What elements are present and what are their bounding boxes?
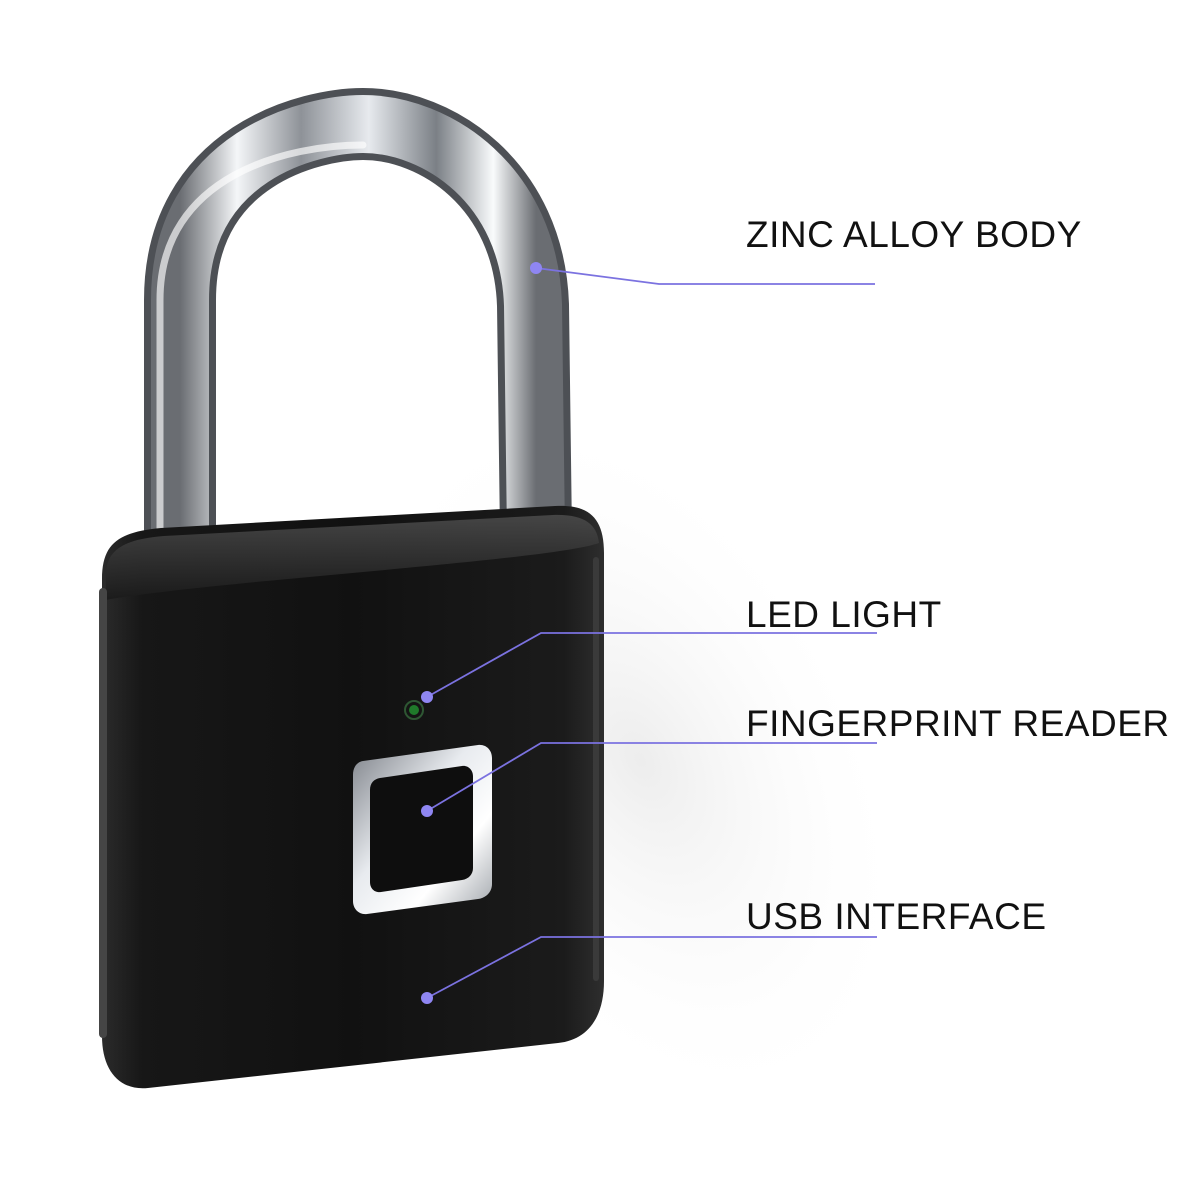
fingerprint-callout-dot bbox=[421, 805, 433, 817]
callout-label-usb-interface: USB INTERFACE bbox=[746, 896, 1047, 937]
usb-callout-line bbox=[426, 936, 877, 999]
callout-label-zinc-alloy-body: ZINC ALLOY BODY bbox=[746, 214, 1082, 255]
zinc-callout-dot bbox=[530, 262, 542, 274]
callout-dots bbox=[421, 262, 542, 1004]
callout-label-fingerprint-reader: FINGERPRINT READER bbox=[746, 703, 1170, 744]
led-callout-line bbox=[426, 632, 877, 698]
led-indicator bbox=[409, 705, 419, 715]
shackle-highlight bbox=[156, 141, 367, 569]
callout-lines bbox=[426, 267, 877, 999]
led-callout-dot bbox=[421, 691, 433, 703]
usb-callout-dot bbox=[421, 992, 433, 1004]
fingerprint-sensor bbox=[370, 765, 473, 893]
lock-top-bevel bbox=[106, 514, 599, 600]
callout-label-led-light: LED LIGHT bbox=[746, 594, 942, 635]
shackle bbox=[151, 94, 565, 604]
fingerprint-callout-line bbox=[426, 742, 877, 812]
led-glow bbox=[404, 700, 424, 720]
zinc-callout-line bbox=[535, 267, 875, 285]
